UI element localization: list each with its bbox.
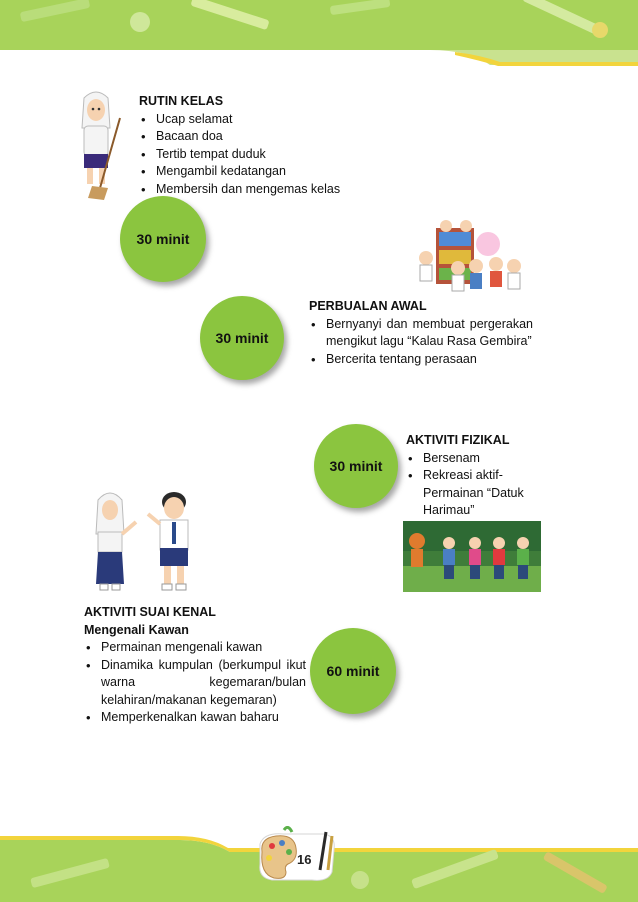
children-greeting-icon	[92, 486, 196, 596]
duration-circle-3: 30 minit	[314, 424, 398, 508]
duration-label: 30 minit	[215, 330, 269, 346]
list-item: Bercerita tentang perasaan	[309, 351, 533, 369]
duration-circle-2: 30 minit	[200, 296, 284, 380]
children-playing-icon	[403, 521, 541, 592]
aktiviti-suai-kenal-subtitle: Mengenali Kawan	[84, 622, 189, 637]
duration-label: 30 minit	[136, 231, 190, 247]
girl-sweeping-icon	[76, 88, 128, 202]
perbualan-awal-title: PERBUALAN AWAL	[309, 299, 427, 313]
list-item: Membersih dan mengemas kelas	[139, 181, 379, 199]
aktiviti-fizikal-list: Bersenam Rekreasi aktif- Permainan “Datu…	[406, 450, 534, 520]
list-item: Tertib tempat duduk	[139, 146, 379, 164]
list-item: Bersenam	[406, 450, 534, 468]
art-palette-icon	[259, 825, 335, 881]
aktiviti-suai-kenal-list: Permainan mengenali kawan Dinamika kumpu…	[84, 639, 306, 727]
rutin-kelas-block: RUTIN KELAS Ucap selamat Bacaan doa Tert…	[139, 93, 379, 198]
rutin-kelas-title: RUTIN KELAS	[139, 94, 224, 108]
header-decoration	[0, 0, 638, 75]
page-number-badge: 16	[254, 825, 340, 884]
aktiviti-fizikal-title: AKTIVITI FIZIKAL	[406, 433, 510, 447]
list-item: Dinamika kumpulan (berkumpul ikut warna …	[84, 657, 306, 710]
list-item: Rekreasi aktif- Permainan “Datuk Harimau…	[406, 467, 534, 520]
aktiviti-suai-kenal-title: AKTIVITI SUAI KENAL	[84, 605, 216, 619]
rutin-kelas-list: Ucap selamat Bacaan doa Tertib tempat du…	[139, 111, 379, 199]
list-item: Bernyanyi dan membuat pergerakan mengiku…	[309, 316, 533, 351]
duration-label: 60 minit	[326, 663, 380, 679]
duration-circle-1: 30 minit	[120, 196, 206, 282]
list-item: Ucap selamat	[139, 111, 379, 129]
list-item: Permainan mengenali kawan	[84, 639, 306, 657]
duration-circle-4: 60 minit	[310, 628, 396, 714]
page-number: 16	[297, 852, 312, 867]
perbualan-awal-block: PERBUALAN AWAL Bernyanyi dan membuat per…	[309, 298, 533, 368]
list-item: Memperkenalkan kawan baharu	[84, 709, 306, 727]
list-item: Bacaan doa	[139, 128, 379, 146]
perbualan-awal-list: Bernyanyi dan membuat pergerakan mengiku…	[309, 316, 533, 369]
list-item: Mengambil kedatangan	[139, 163, 379, 181]
children-reading-icon	[416, 218, 526, 296]
aktiviti-fizikal-block: AKTIVITI FIZIKAL Bersenam Rekreasi aktif…	[406, 432, 534, 520]
duration-label: 30 minit	[329, 458, 383, 474]
aktiviti-suai-kenal-block: AKTIVITI SUAI KENAL Mengenali Kawan Perm…	[84, 604, 306, 727]
